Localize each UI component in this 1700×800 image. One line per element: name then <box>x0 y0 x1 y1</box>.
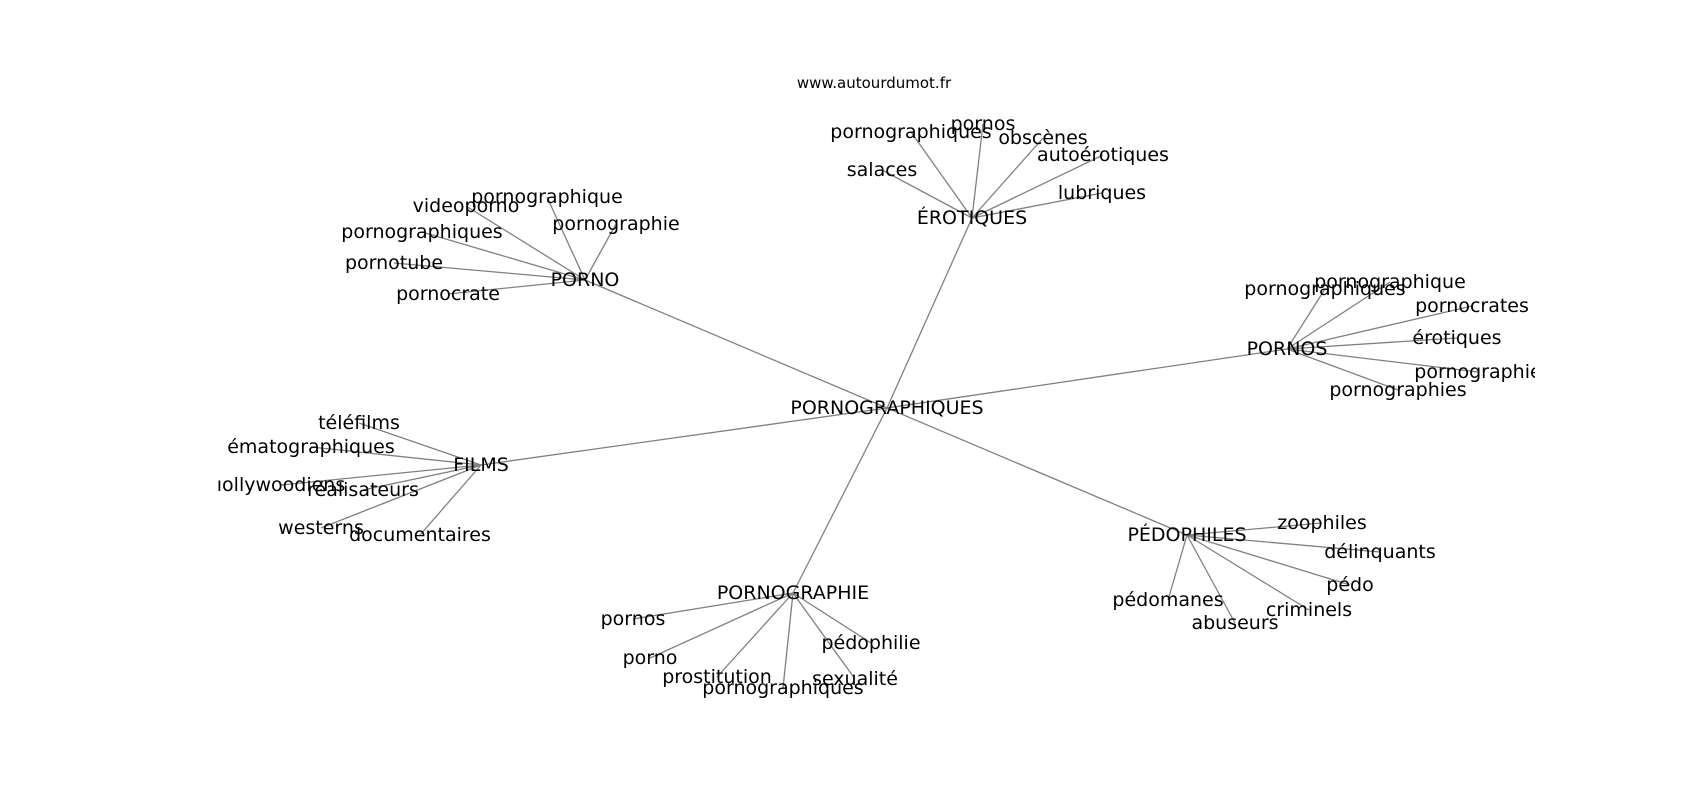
edge-erotiques-leaf <box>971 154 1104 219</box>
leaf-node-label: pornographiques <box>830 121 991 143</box>
edges <box>280 123 1479 689</box>
leaf-node-label: pédomanes <box>1112 589 1223 611</box>
edge-pornographie-leaf <box>792 592 856 680</box>
leaf-node-label: pornographie <box>1414 361 1541 383</box>
edge-films-leaf <box>280 464 482 486</box>
edge-pedophiles-leaf <box>1167 534 1188 601</box>
edge-films-leaf <box>358 422 482 466</box>
leaf-node-label: téléfilms <box>318 412 400 434</box>
leaf-node-label: ıollywoodiens <box>217 474 345 496</box>
edge-erotiques-leaf <box>881 169 973 219</box>
leaf-node-label: pornocrate <box>396 283 500 305</box>
leaf-node-label: documentaires <box>349 524 491 546</box>
group-node-pedophiles: PÉDOPHILES <box>1127 523 1246 546</box>
edge-erotiques-leaf <box>971 123 984 219</box>
edge-pornos-leaf <box>1286 348 1399 391</box>
edge-pornographie-leaf <box>716 592 794 678</box>
leaf-node-label: pornographique <box>471 186 623 208</box>
group-node-films: FILMS <box>453 454 509 476</box>
edge-films-leaf <box>362 464 482 491</box>
leaf-node-label: pornographique <box>1314 271 1466 293</box>
leaf-node-label: érotiques <box>1412 327 1501 349</box>
edge-pedophiles-leaf <box>1186 534 1310 611</box>
leaf-node-label: porno <box>623 647 678 669</box>
edge-erotiques-leaf <box>971 137 1044 219</box>
leaf-node-label: pornocrates <box>1415 295 1529 317</box>
edge-center-pornos <box>886 348 1288 409</box>
leaf-node-label: pornographiques <box>341 221 502 243</box>
edge-porno-leaf <box>393 262 586 281</box>
leaf-node-label: zoophiles <box>1277 512 1366 534</box>
edge-pornographie-leaf <box>782 592 794 689</box>
leaf-node-label: pornographiques <box>702 677 863 699</box>
edge-porno-leaf <box>584 223 617 281</box>
leaf-node-label: pornos <box>951 113 1016 135</box>
leaf-node-label: salaces <box>847 159 918 181</box>
leaf-node-label: obscènes <box>998 127 1087 149</box>
edge-erotiques-leaf <box>971 192 1103 219</box>
leaf-node-label: ématographiques <box>227 436 395 458</box>
leaf-node-label: pédo <box>1326 574 1373 596</box>
leaf-node-label: réalisateurs <box>307 479 419 501</box>
leaf-node-label: pornographie <box>552 213 679 235</box>
edge-center-pornographie <box>792 407 888 594</box>
edge-pornos-leaf <box>1286 337 1458 350</box>
edge-pedophiles-leaf <box>1186 534 1381 553</box>
group-node-pornographie: PORNOGRAPHIE <box>717 582 869 604</box>
leaf-node-label: criminels <box>1266 599 1352 621</box>
labels: PORNOGRAPHIQUES ÉROTIQUES salaces pornograp… <box>217 113 1541 699</box>
source-url: www.autourdumot.fr <box>797 74 952 92</box>
edge-porno-leaf <box>546 196 586 281</box>
leaf-node-label: sexualité <box>812 668 898 690</box>
leaf-node-label: abuseurs <box>1191 612 1278 634</box>
edge-films-leaf <box>320 464 482 529</box>
leaf-node-label: délinquants <box>1324 541 1436 563</box>
edge-pornos-leaf <box>1286 348 1479 373</box>
edge-center-pedophiles <box>886 407 1188 536</box>
edge-pornos-leaf <box>1286 288 1326 350</box>
leaf-node-label: prostitution <box>662 666 772 688</box>
edge-pornos-leaf <box>1286 281 1391 350</box>
leaf-node-label: pornos <box>601 608 666 630</box>
edge-films-leaf <box>310 446 482 466</box>
leaf-node-label: westerns <box>278 517 364 539</box>
edge-films-leaf <box>419 464 482 536</box>
edge-center-porno <box>584 279 888 409</box>
edge-pornographie-leaf <box>632 592 794 620</box>
leaf-node-label: pédophilie <box>821 632 920 654</box>
edge-center-films <box>480 407 888 466</box>
edge-pedophiles-leaf <box>1186 522 1323 536</box>
group-node-pornos: PORNOS <box>1247 338 1328 360</box>
leaf-node-label: autoérotiques <box>1037 144 1169 166</box>
edge-porno-leaf <box>447 279 586 295</box>
group-node-erotiques: ÉROTIQUES <box>917 206 1027 229</box>
edge-center-erotiques <box>886 217 973 409</box>
edge-pornographie-leaf <box>792 592 872 644</box>
leaf-node-label: pornographies <box>1329 379 1466 401</box>
edge-pedophiles-leaf <box>1186 534 1351 586</box>
leaf-node-label: videoporno <box>413 195 520 217</box>
group-node-porno: PORNO <box>551 269 620 291</box>
leaf-node-label: lubriques <box>1058 182 1146 204</box>
leaf-node-label: pornographiques <box>1244 278 1405 300</box>
edge-erotiques-leaf <box>910 131 973 219</box>
leaf-node-label: pornotube <box>345 252 443 274</box>
edge-pedophiles-leaf <box>1186 534 1236 624</box>
edge-pornos-leaf <box>1286 305 1473 350</box>
center-node-label: PORNOGRAPHIQUES <box>790 397 983 419</box>
edge-pornographie-leaf <box>649 592 794 659</box>
edge-porno-leaf <box>465 205 586 281</box>
edge-porno-leaf <box>421 231 586 281</box>
